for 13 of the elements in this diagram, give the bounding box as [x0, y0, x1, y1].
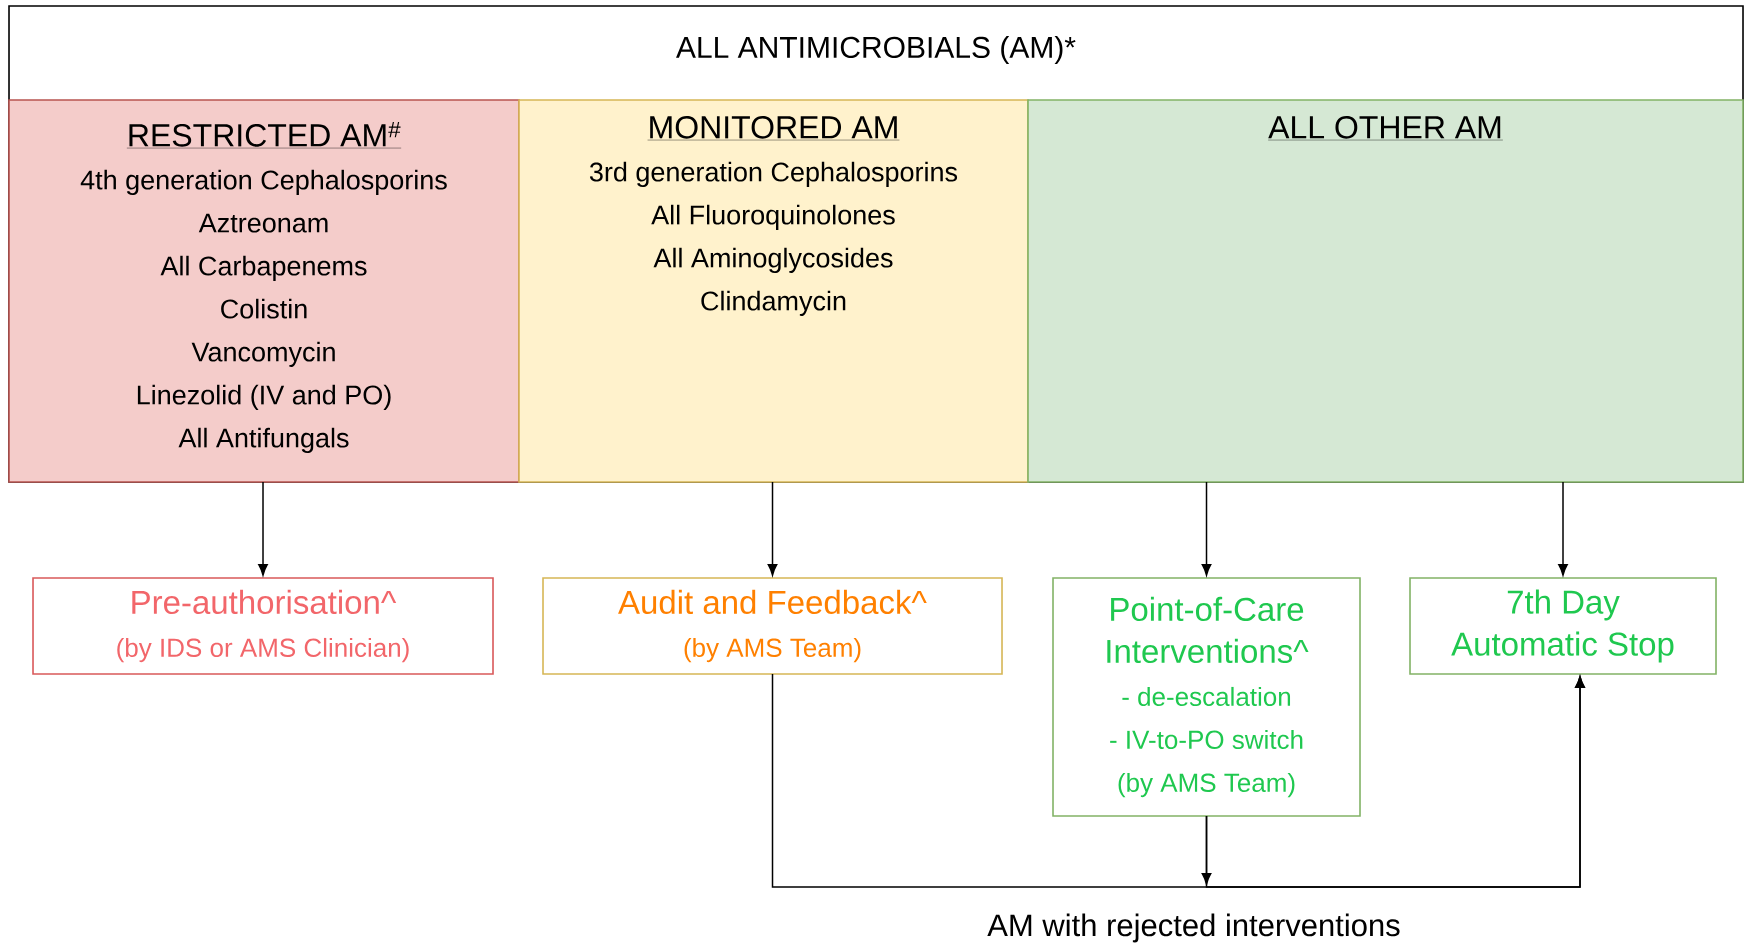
arrow [258, 481, 268, 576]
process-box: 7th Day Automatic Stop [1409, 577, 1717, 675]
arrow [1201, 676, 1585, 888]
process-box: Point-of-Care Interventions^ - de-escalation - IV-to-PO switch (by AMS Team) [1052, 577, 1361, 817]
category-column: MONITORED AM 3rd generation Cephalosporins All Fluoroquinolones All Aminoglycosides Clindamycin [518, 99, 1029, 483]
arrow [1558, 481, 1568, 576]
category-column: RESTRICTED AM$^{#}$ 4th generation Cephalosporins Aztreonam All Carbapenems Colistin Vancomycin Linezolid (IV and PO) All Antifungals [8, 99, 520, 483]
process-box: Audit and Feedback^ (by AMS Team) [542, 577, 1003, 675]
category-column: ALL OTHER AM [1027, 99, 1744, 483]
edge-label: AM with rejected interventions [986, 912, 1402, 944]
arrow [1201, 481, 1212, 576]
arrow [767, 481, 778, 576]
process-box: Pre-authorisation^ (by IDS or AMS Clinician) [32, 577, 494, 675]
